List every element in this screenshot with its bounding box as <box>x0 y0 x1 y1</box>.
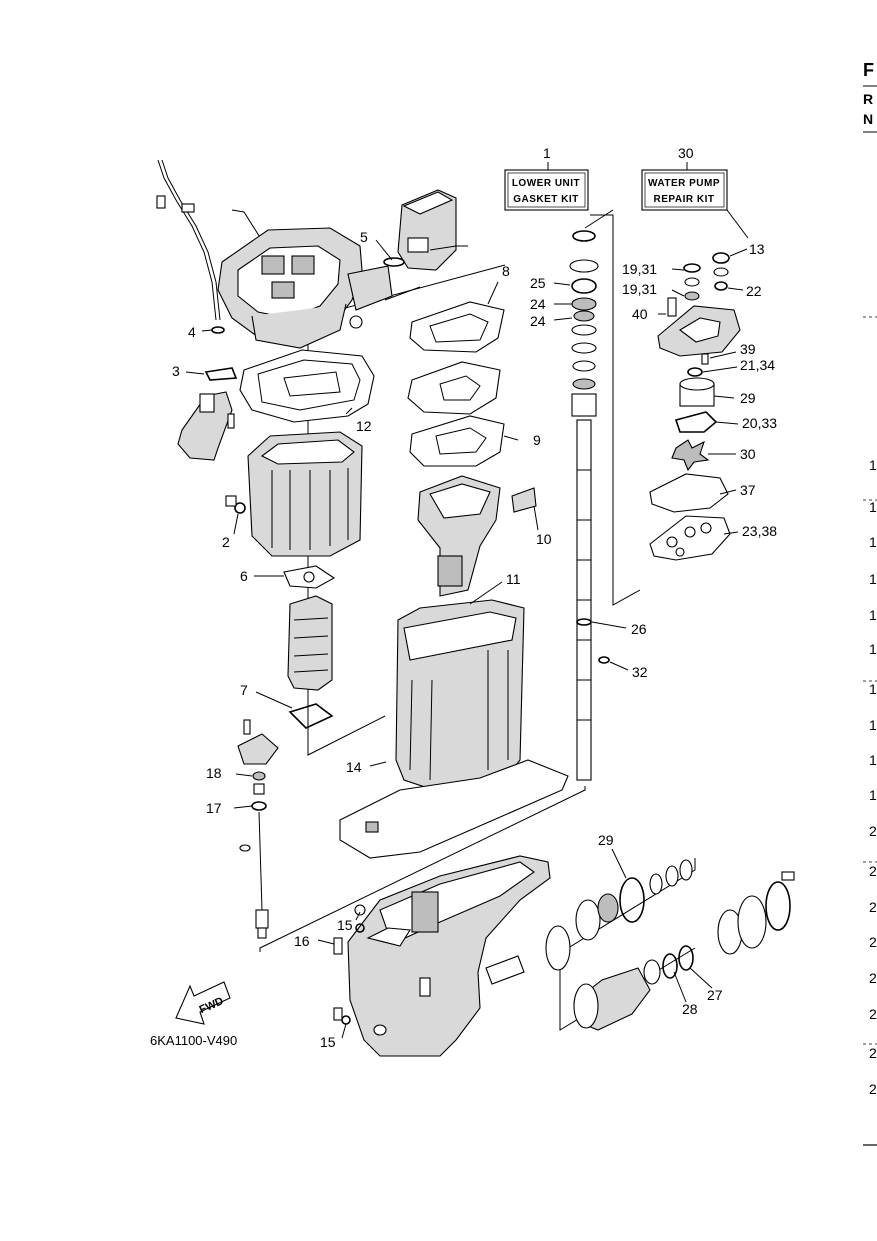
callout-39: 39 <box>740 341 756 357</box>
edge-digit: 2 <box>869 899 877 915</box>
callout-29: 29 <box>598 832 614 848</box>
callout-32: 29 <box>740 390 756 406</box>
edge-digit: 1 <box>869 571 877 587</box>
edge-digit: 1 <box>869 499 877 515</box>
callout-40: 40 <box>632 306 648 322</box>
gasket-6 <box>283 565 336 589</box>
edge-digit: 1 <box>869 534 877 550</box>
callout-1: 1 <box>543 145 551 161</box>
water-tube-assembly <box>156 159 225 334</box>
gear-case <box>333 855 551 1057</box>
edge-header-1: F <box>863 60 874 80</box>
fwd-arrow: FWD <box>175 981 231 1025</box>
callout-37: 37 <box>740 482 756 498</box>
upper-casing-lower <box>339 599 569 859</box>
callout-30: 30 <box>678 145 694 161</box>
exhaust-manifold <box>287 595 333 691</box>
gasket-8 <box>409 301 505 353</box>
callout-20-33: 20,33 <box>742 415 777 431</box>
edge-digit: 2 <box>869 823 877 839</box>
edge-header-2: R <box>863 91 873 107</box>
edge-digit: 1 <box>869 681 877 697</box>
water-pump <box>649 252 741 561</box>
rubber-seal-and-bracket <box>177 367 238 461</box>
callout-14: 14 <box>346 759 362 775</box>
edge-digit: 1 <box>869 607 877 623</box>
gasket-8b <box>407 361 501 415</box>
callout-18: 18 <box>206 765 222 781</box>
callout-19-31: 19,31 <box>622 281 657 297</box>
callout-6: 6 <box>240 568 248 584</box>
callout-21-34: 21,34 <box>740 357 775 373</box>
callout-24: 24 <box>530 296 546 312</box>
callout-3: 3 <box>172 363 180 379</box>
callout-35: 30 <box>740 446 756 462</box>
edge-header-3: N <box>863 111 873 127</box>
kit-line: GASKET KIT <box>513 194 579 205</box>
callout-24: 24 <box>530 313 546 329</box>
edge-digit: 1 <box>869 457 877 473</box>
callout-8: 8 <box>502 263 510 279</box>
edge-digit: 2 <box>869 1045 877 1061</box>
edge-digit: 2 <box>869 1006 877 1022</box>
upper-casing <box>225 431 363 557</box>
edge-digit: 2 <box>869 863 877 879</box>
seal-7 <box>288 703 334 729</box>
gasket-12 <box>239 349 375 423</box>
diagram-code: 6KA1100-V490 <box>150 1033 237 1048</box>
callout-15: 15 <box>320 1034 336 1050</box>
callout-19-31: 19,31 <box>622 261 657 277</box>
callout-7: 7 <box>240 682 248 698</box>
right-edge-column: F R N 1 1 1 1 1 1 1 1 1 1 2 2 2 2 2 2 2 … <box>863 60 877 1146</box>
exhaust-box <box>383 189 468 271</box>
prop-shaft-gears <box>545 859 795 1031</box>
callout-11: 11 <box>506 571 521 587</box>
callout-5: 5 <box>360 229 368 245</box>
kit-box-lower-unit-gasket: 1 LOWER UNIT GASKET KIT <box>504 145 589 211</box>
callout-15: 15 <box>337 917 353 933</box>
edge-digit: 1 <box>869 787 877 803</box>
kit-line: LOWER UNIT <box>512 178 580 189</box>
edge-digit: 2 <box>869 970 877 986</box>
callout-numbers: 5 8 4 3 12 9 10 2 6 7 11 18 17 14 25 24 … <box>150 229 777 1050</box>
edge-digit: 1 <box>869 752 877 768</box>
edge-digit: 2 <box>869 934 877 950</box>
callout-9: 9 <box>533 432 541 448</box>
gasket-9 <box>409 415 505 467</box>
callout-10: 10 <box>536 531 552 547</box>
drive-shaft <box>569 230 610 781</box>
oil-pan <box>417 475 537 597</box>
callout-16: 16 <box>294 933 310 949</box>
callout-12: 12 <box>356 418 372 434</box>
callout-28: 28 <box>682 1001 698 1017</box>
callout-2: 2 <box>222 534 230 550</box>
edge-digit: 1 <box>869 641 877 657</box>
callout-26: 26 <box>631 621 647 637</box>
shift-rod <box>237 719 279 939</box>
kit-box-water-pump-repair: 30 WATER PUMP REPAIR KIT <box>641 145 728 211</box>
callout-23-38: 23,38 <box>742 523 777 539</box>
callout-22: 22 <box>746 283 762 299</box>
callout-36: 32 <box>632 664 648 680</box>
kit-line: WATER PUMP <box>648 178 720 189</box>
edge-digit: 1 <box>869 717 877 733</box>
leader-lines <box>185 239 748 1039</box>
callout-25: 25 <box>530 275 546 291</box>
kit-line: REPAIR KIT <box>654 194 715 205</box>
callout-4: 4 <box>188 324 196 340</box>
callout-13: 13 <box>749 241 765 257</box>
edge-digit: 2 <box>869 1081 877 1097</box>
exhaust-guide <box>217 227 393 349</box>
callout-17: 17 <box>206 800 222 816</box>
callout-27: 27 <box>707 987 723 1003</box>
